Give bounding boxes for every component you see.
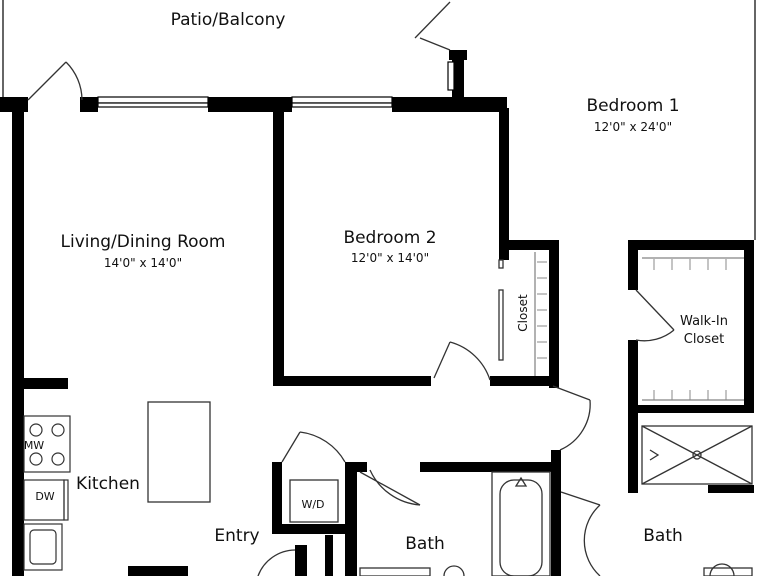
closet-hatches xyxy=(537,259,727,400)
walkin-label-line2: Closet xyxy=(683,332,725,347)
bath2-label: Bath xyxy=(643,526,683,546)
thin-outlines xyxy=(2,0,756,240)
dishwasher-label: DW xyxy=(35,490,55,503)
washer-dryer xyxy=(289,479,339,523)
entry-label: Entry xyxy=(214,526,260,546)
bath1-label: Bath xyxy=(405,534,445,554)
stove-burners xyxy=(29,423,65,466)
bedroom1-dims: 12'0" x 24'0" xyxy=(593,120,673,134)
closet-rods xyxy=(534,252,744,401)
walls xyxy=(0,50,754,576)
closet-label: Closet xyxy=(516,294,530,332)
living-dims: 14'0" x 14'0" xyxy=(103,256,183,270)
sink-icon xyxy=(29,529,57,565)
washer-dryer-label: W/D xyxy=(301,498,325,511)
doors xyxy=(27,1,675,576)
patio-label: Patio/Balcony xyxy=(170,10,286,30)
bedroom1-label: Bedroom 1 xyxy=(586,96,680,116)
shower xyxy=(641,425,753,485)
living-label: Living/Dining Room xyxy=(60,232,226,252)
bathtub xyxy=(491,471,551,576)
kitchen-label: Kitchen xyxy=(76,474,140,494)
bedroom2-dims: 12'0" x 14'0" xyxy=(350,251,430,265)
kitchen-island xyxy=(147,401,211,503)
walkin-label-line1: Walk-In xyxy=(680,314,728,329)
kitchen-counter xyxy=(23,415,71,571)
bedroom2-label: Bedroom 2 xyxy=(343,228,437,248)
bath-fixtures xyxy=(359,563,753,576)
microwave-label: MW xyxy=(23,439,45,452)
windows xyxy=(97,61,455,108)
